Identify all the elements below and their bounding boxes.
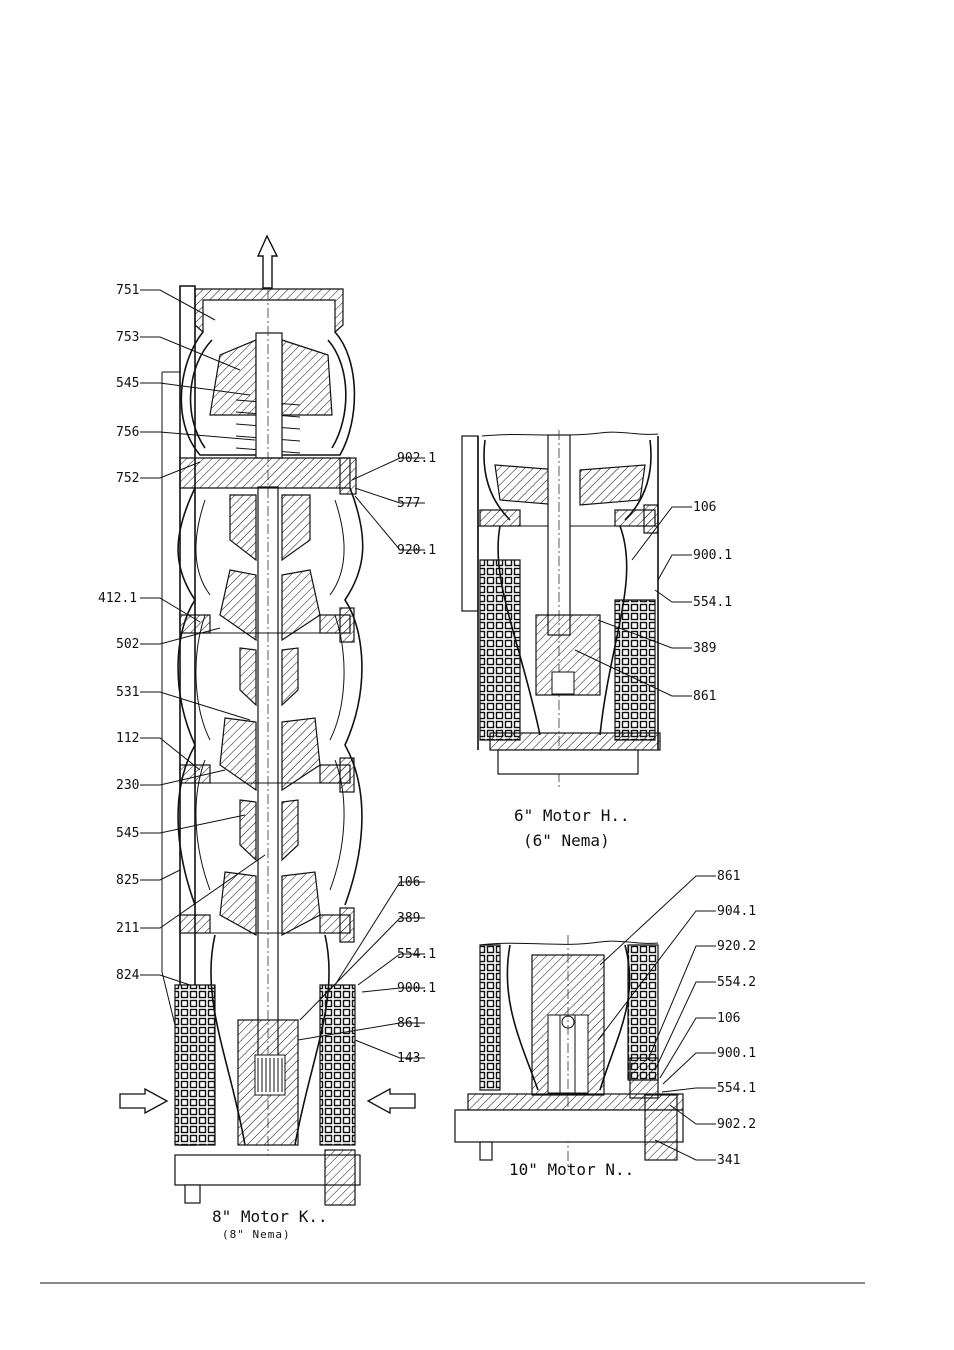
label-106: 106 — [397, 875, 420, 890]
label-10in-554-1: 554.1 — [717, 1081, 756, 1096]
discharge-head-751 — [195, 289, 343, 332]
label-753: 753 — [116, 330, 139, 345]
label-920-1: 920.1 — [397, 543, 436, 558]
subcaption-8in: (8" Nema) — [222, 1228, 291, 1241]
label-900-1: 900.1 — [397, 981, 436, 996]
label-545b: 545 — [116, 826, 139, 841]
label-10in-920-2: 920.2 — [717, 939, 756, 954]
label-861: 861 — [397, 1016, 420, 1031]
label-10in-106: 106 — [717, 1011, 740, 1026]
wear-ring-502 — [180, 615, 210, 633]
label-756: 756 — [116, 425, 139, 440]
label-577: 577 — [397, 496, 420, 511]
label-6in-106: 106 — [693, 500, 716, 515]
label-825: 825 — [116, 873, 139, 888]
label-10in-861: 861 — [717, 869, 740, 884]
caption-6in: 6" Motor H.. — [514, 806, 630, 825]
label-554-1: 554.1 — [397, 947, 436, 962]
label-752: 752 — [116, 471, 139, 486]
flange-752 — [180, 458, 350, 488]
label-10in-904-1: 904.1 — [717, 904, 756, 919]
valve-shaft — [256, 333, 282, 458]
caption-10in: 10" Motor N.. — [509, 1160, 634, 1179]
bolt-902-1 — [340, 458, 356, 494]
label-10in-554-2: 554.2 — [717, 975, 756, 990]
label-502: 502 — [116, 637, 139, 652]
check-valve-753 — [210, 340, 256, 415]
impeller-230 — [230, 495, 256, 560]
suction-strainer-143 — [175, 985, 215, 1145]
inlet-arrow-left-icon — [120, 1089, 167, 1113]
label-412-1: 412.1 — [98, 591, 137, 606]
label-6in-554-1: 554.1 — [693, 595, 732, 610]
label-10in-341: 341 — [717, 1153, 740, 1168]
caption-8in: 8" Motor K.. — [212, 1207, 328, 1226]
label-143: 143 — [397, 1051, 420, 1066]
detail-6in-motor: 106 900.1 554.1 389 861 6" Motor H.. (6"… — [462, 430, 732, 850]
discharge-arrow-icon — [258, 236, 277, 288]
label-211: 211 — [116, 921, 139, 936]
detail-10in-motor: 861 904.1 920.2 554.2 106 900.1 554.1 90… — [455, 869, 756, 1179]
label-751: 751 — [116, 283, 139, 298]
label-545: 545 — [116, 376, 139, 391]
pump-8in-assembly — [120, 236, 425, 1205]
label-10in-900-1: 900.1 — [717, 1046, 756, 1061]
label-824: 824 — [116, 968, 140, 983]
subcaption-6in: (6" Nema) — [523, 831, 610, 850]
label-230: 230 — [116, 778, 139, 793]
label-389: 389 — [397, 911, 420, 926]
label-112: 112 — [116, 731, 139, 746]
label-902-1: 902.1 — [397, 451, 436, 466]
inlet-arrow-right-icon — [368, 1089, 415, 1113]
label-531: 531 — [116, 685, 139, 700]
label-6in-389: 389 — [693, 641, 716, 656]
label-10in-902-2: 902.2 — [717, 1117, 756, 1132]
label-6in-900-1: 900.1 — [693, 548, 732, 563]
label-6in-861: 861 — [693, 689, 716, 704]
